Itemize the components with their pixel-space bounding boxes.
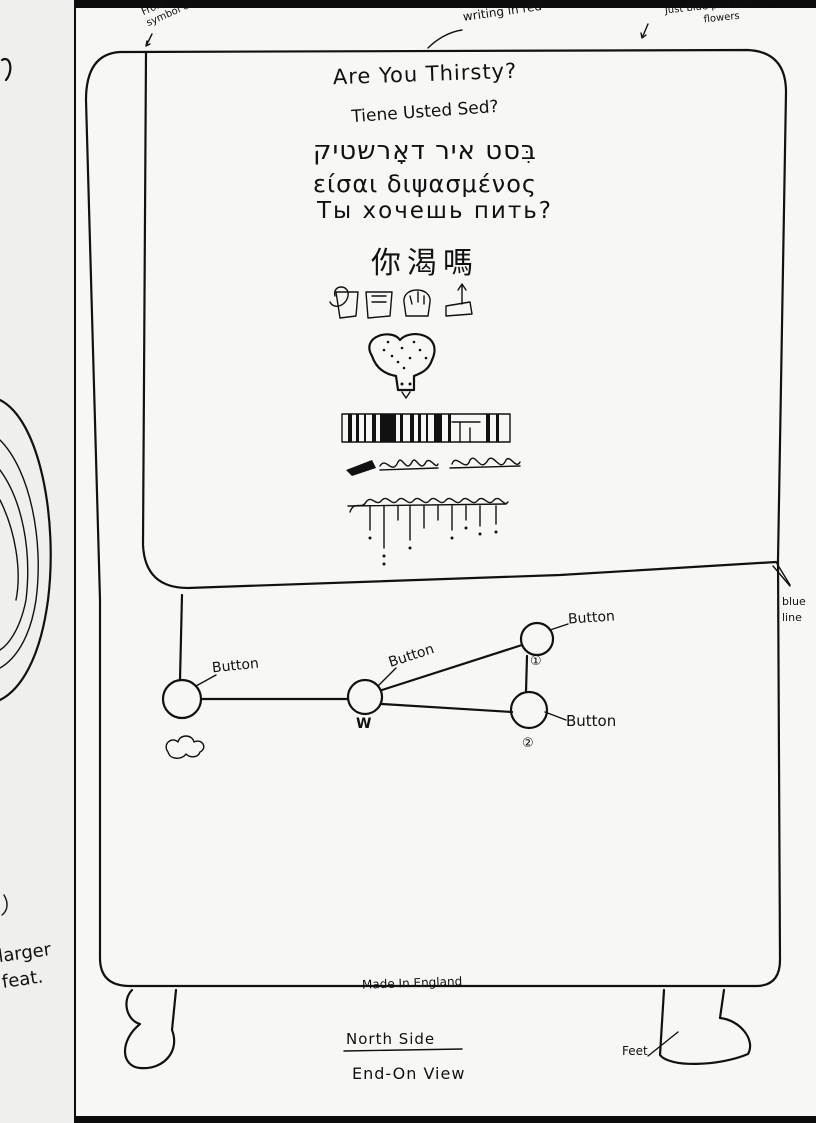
north-side-label: North Side (346, 1030, 436, 1048)
cabinet-outline (84, 48, 788, 988)
notebook-page (76, 8, 816, 1116)
left-page: larger feat. (0, 0, 74, 1123)
right-foot (658, 988, 752, 1065)
button-left (161, 678, 203, 720)
left-foot (124, 988, 178, 1070)
greeting-russian: Ты хочешь пить? (316, 198, 553, 224)
button-top-right (519, 621, 555, 657)
button-network (161, 621, 569, 730)
button-middle (346, 678, 384, 716)
fountain-icon (368, 332, 436, 399)
button-bottom-right-marker: ② (522, 736, 534, 751)
button-bottom-right (509, 690, 549, 730)
button-bottom-right-label: Button (566, 712, 617, 730)
greeting-chinese: 你渴嗎 (371, 246, 479, 281)
dripping-script-icon (347, 497, 509, 566)
button-top-right-marker: ① (530, 654, 542, 669)
blue-line-note: blue line (782, 595, 806, 624)
left-page-sketch (0, 57, 52, 916)
greeting-greek: είσαι διψασμένος (313, 170, 537, 198)
greeting-yiddish: בִּסט איר דאָרשטיק (313, 136, 537, 166)
button-top-right-label: Button (567, 608, 616, 628)
button-middle-marker: W (356, 716, 372, 732)
barcode-icon (341, 413, 511, 443)
pictogram-icon (329, 283, 473, 319)
feet-label: Feet (622, 1044, 648, 1058)
end-on-view-label: End-On View (352, 1064, 466, 1083)
cloud-symbol-icon (165, 735, 205, 759)
upper-panel (141, 50, 778, 590)
scribble-icon (346, 457, 521, 476)
